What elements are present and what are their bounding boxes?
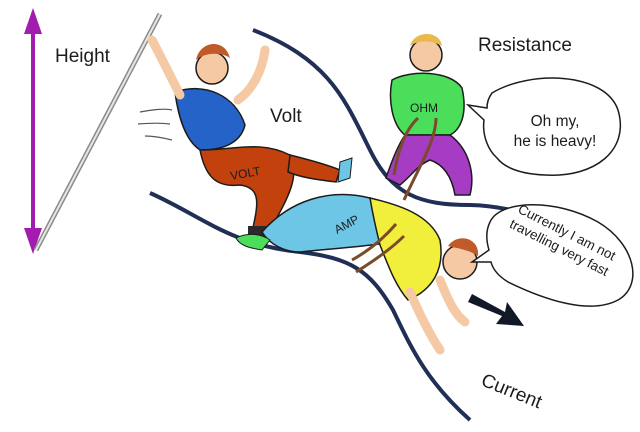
volt-label: Volt (270, 106, 302, 127)
amp-speech-bubble (469, 204, 634, 307)
ohm-character (385, 34, 473, 201)
volt-shirt-text: VOLT (229, 164, 262, 183)
climbing-pole (33, 12, 163, 252)
ohm-bubble-line2: he is heavy! (513, 133, 597, 150)
current-direction-arrow (468, 294, 524, 326)
ohm-speech-bubble (465, 77, 621, 176)
amp-character (235, 193, 479, 355)
wire-lower (149, 191, 472, 422)
ohm-bubble-text: Oh my, he is heavy! (497, 112, 613, 152)
height-arrow (24, 8, 42, 254)
height-label: Height (55, 46, 110, 67)
ohm-bubble-line1: Oh my, (530, 113, 580, 130)
resistance-label: Resistance (478, 35, 572, 56)
ohm-shirt-text: OHM (410, 101, 438, 115)
